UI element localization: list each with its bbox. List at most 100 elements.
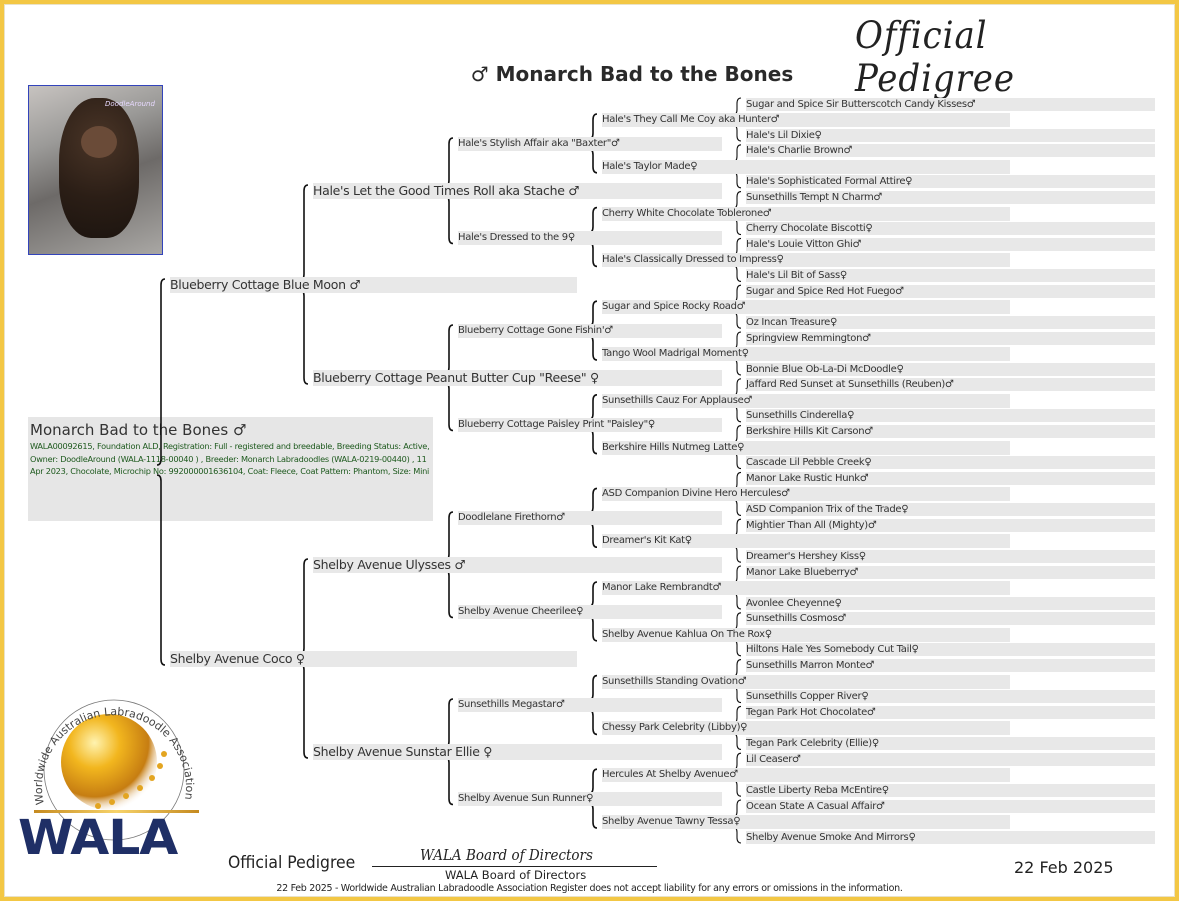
gen5-ancestor: Hale's Taylor Made♀ <box>602 159 1010 174</box>
ancestor-name: Doodlelane Firethorn♂ <box>458 512 565 523</box>
bracket-icon <box>588 300 598 327</box>
bracket-icon <box>299 289 309 385</box>
gen3-ancestor: Shelby Avenue Sunstar Ellie ♀ <box>313 744 722 760</box>
gen4-ancestor: Shelby Avenue Cheerilee♀ <box>458 604 722 619</box>
gen5-ancestor: Sunsethills Standing Ovation♂ <box>602 674 1010 689</box>
bracket-icon <box>732 639 742 657</box>
gen6-ancestor: Hale's Lil Dixie♀ <box>746 128 1155 142</box>
gen5-ancestor: Hale's They Call Me Coy aka Hunter♂ <box>602 113 1010 127</box>
gen6-ancestor: Hale's Charlie Brown♂ <box>746 144 1155 158</box>
subject-name: Monarch Bad to the Bones ♂ <box>30 421 247 439</box>
gen5-ancestor: Sugar and Spice Rocky Road♂ <box>602 300 1010 315</box>
gen5-ancestor: Hercules At Shelby Avenue♂ <box>602 768 1010 783</box>
gen3-ancestor: Blueberry Cottage Peanut Butter Cup "Ree… <box>313 370 722 386</box>
ancestor-name: Sugar and Spice Sir Butterscotch Candy K… <box>746 98 976 110</box>
bracket-icon <box>444 195 454 245</box>
gen6-ancestor: Shelby Avenue Smoke And Mirrors♀ <box>746 830 1155 844</box>
bracket-icon <box>588 206 598 234</box>
signature-line <box>372 866 657 867</box>
gen5-ancestor: Sunsethills Cauz For Applause♂ <box>602 393 1010 408</box>
gen3-ancestor: Hale's Let the Good Times Roll aka Stach… <box>313 183 722 199</box>
photo-watermark: DoodleAround <box>105 100 155 108</box>
bracket-icon <box>444 324 454 374</box>
gen5-ancestor: Cherry White Chocolate Toblerone♂ <box>602 206 1010 221</box>
gen5-ancestor: Berkshire Hills Nutmeg Latte♀ <box>602 440 1010 455</box>
bracket-icon <box>732 124 742 142</box>
gen5-ancestor: Dreamer's Kit Kat♀ <box>602 534 1010 549</box>
bracket-icon <box>732 171 742 189</box>
ancestor-name: Castle Liberty Reba McEntire♀ <box>746 784 889 796</box>
bracket-icon <box>588 428 598 455</box>
bracket-icon <box>444 569 454 619</box>
ancestor-name: Hale's Sophisticated Formal Attire♀ <box>746 176 913 188</box>
bracket-icon <box>444 137 454 187</box>
bracket-icon <box>588 674 598 701</box>
bracket-icon <box>588 802 598 829</box>
ancestor-name: Hale's They Call Me Coy aka Hunter♂ <box>602 114 780 125</box>
bracket-icon <box>588 522 598 548</box>
ancestor-name: ASD Companion Divine Hero Hercules♂ <box>602 488 790 500</box>
ancestor-name: Blueberry Cottage Paisley Print "Paisley… <box>458 418 655 430</box>
ancestor-name: Shelby Avenue Kahlua On The Rox♀ <box>602 628 772 640</box>
gen6-ancestor: Tegan Park Celebrity (Ellie)♀ <box>746 736 1155 750</box>
ancestor-name: Hale's Lil Bit of Sass♀ <box>746 269 847 281</box>
gen6-ancestor: Jaffard Red Sunset at Sunsethills (Reube… <box>746 378 1155 392</box>
gen6-ancestor: Sunsethills Tempt N Charm♂ <box>746 191 1155 205</box>
gen2-ancestor: Shelby Avenue Coco ♀ <box>170 651 577 667</box>
bracket-icon <box>732 311 742 329</box>
ancestor-name: Lil Ceaser♂ <box>746 753 801 765</box>
gen6-ancestor: Manor Lake Blueberry♂ <box>746 565 1155 579</box>
ancestor-name: Sunsethills Copper River♀ <box>746 691 869 703</box>
dog-photo: DoodleAround <box>28 85 163 255</box>
gen6-ancestor: Hale's Lil Bit of Sass♀ <box>746 268 1155 282</box>
ancestor-name: Blueberry Cottage Gone Fishin'♂ <box>458 325 613 336</box>
ancestor-name: Blueberry Cottage Blue Moon ♂ <box>170 277 361 292</box>
gen6-ancestor: Sunsethills Cosmos♂ <box>746 612 1155 626</box>
ancestor-name: Cherry White Chocolate Toblerone♂ <box>602 207 772 219</box>
ancestor-name: Chessy Park Celebrity (Libby)♀ <box>602 722 748 734</box>
bracket-icon <box>732 264 742 282</box>
bracket-icon <box>444 756 454 806</box>
ancestor-name: Mightier Than All (Mighty)♂ <box>746 519 877 531</box>
bracket-icon <box>588 709 598 736</box>
ancestor-name: Tegan Park Celebrity (Ellie)♀ <box>746 737 879 749</box>
dog-face <box>81 126 117 158</box>
gen6-ancestor: Bonnie Blue Ob-La-Di McDoodle♀ <box>746 362 1155 376</box>
gen6-ancestor: Springview Remmington♂ <box>746 331 1155 345</box>
gen6-ancestor: Dreamer's Hershey Kiss♀ <box>746 549 1155 563</box>
bracket-icon <box>588 148 598 174</box>
ancestor-name: Berkshire Hills Kit Carson♂ <box>746 426 873 438</box>
gen6-ancestor: Castle Liberty Reba McEntire♀ <box>746 783 1155 797</box>
ancestor-name: Ocean State A Casual Affair♂ <box>746 800 885 812</box>
gen4-ancestor: Blueberry Cottage Paisley Print "Paisley… <box>458 417 722 432</box>
gen6-ancestor: Cherry Chocolate Biscotti♀ <box>746 222 1155 236</box>
footer-official-pedigree: Official Pedigree <box>228 853 356 873</box>
subject-info: WALA00092615, Foundation ALD, Registrati… <box>30 441 430 476</box>
gen6-ancestor: Avonlee Cheyenne♀ <box>746 596 1155 610</box>
logo-gold-bar <box>34 810 199 813</box>
bracket-icon <box>588 768 598 795</box>
ancestor-name: Hale's Let the Good Times Roll aka Stach… <box>313 183 580 198</box>
ancestor-name: Sunsethills Marron Monte♂ <box>746 660 875 672</box>
wala-logo: Worldwide Australian Labradoodle Associa… <box>32 699 196 841</box>
bracket-icon <box>588 581 598 608</box>
gen6-ancestor: Sugar and Spice Red Hot Fuego♂ <box>746 284 1155 298</box>
gen5-ancestor: ASD Companion Divine Hero Hercules♂ <box>602 487 1010 502</box>
ancestor-name: Berkshire Hills Nutmeg Latte♀ <box>602 441 745 453</box>
ancestor-name: Hiltons Hale Yes Somebody Cut Tail♀ <box>746 644 919 656</box>
gen6-ancestor: Sunsethills Marron Monte♂ <box>746 659 1155 673</box>
gen4-ancestor: Sunsethills Megastar♂ <box>458 698 722 712</box>
gen4-ancestor: Hale's Dressed to the 9♀ <box>458 230 722 245</box>
bracket-icon <box>588 394 598 421</box>
gold-sphere <box>61 714 157 810</box>
gen6-ancestor: Tegan Park Hot Chocolate♂ <box>746 705 1155 719</box>
gen6-ancestor: Ocean State A Casual Affair♂ <box>746 799 1155 813</box>
gen2-ancestor: Blueberry Cottage Blue Moon ♂ <box>170 277 577 293</box>
gen4-ancestor: Doodlelane Firethorn♂ <box>458 511 722 525</box>
gen4-ancestor: Shelby Avenue Sun Runner♀ <box>458 791 722 806</box>
bracket-icon <box>732 686 742 704</box>
gen6-ancestor: Sunsethills Copper River♀ <box>746 690 1155 704</box>
dog-figure <box>59 98 139 238</box>
bracket-icon <box>732 826 742 844</box>
bracket-icon <box>732 358 742 376</box>
